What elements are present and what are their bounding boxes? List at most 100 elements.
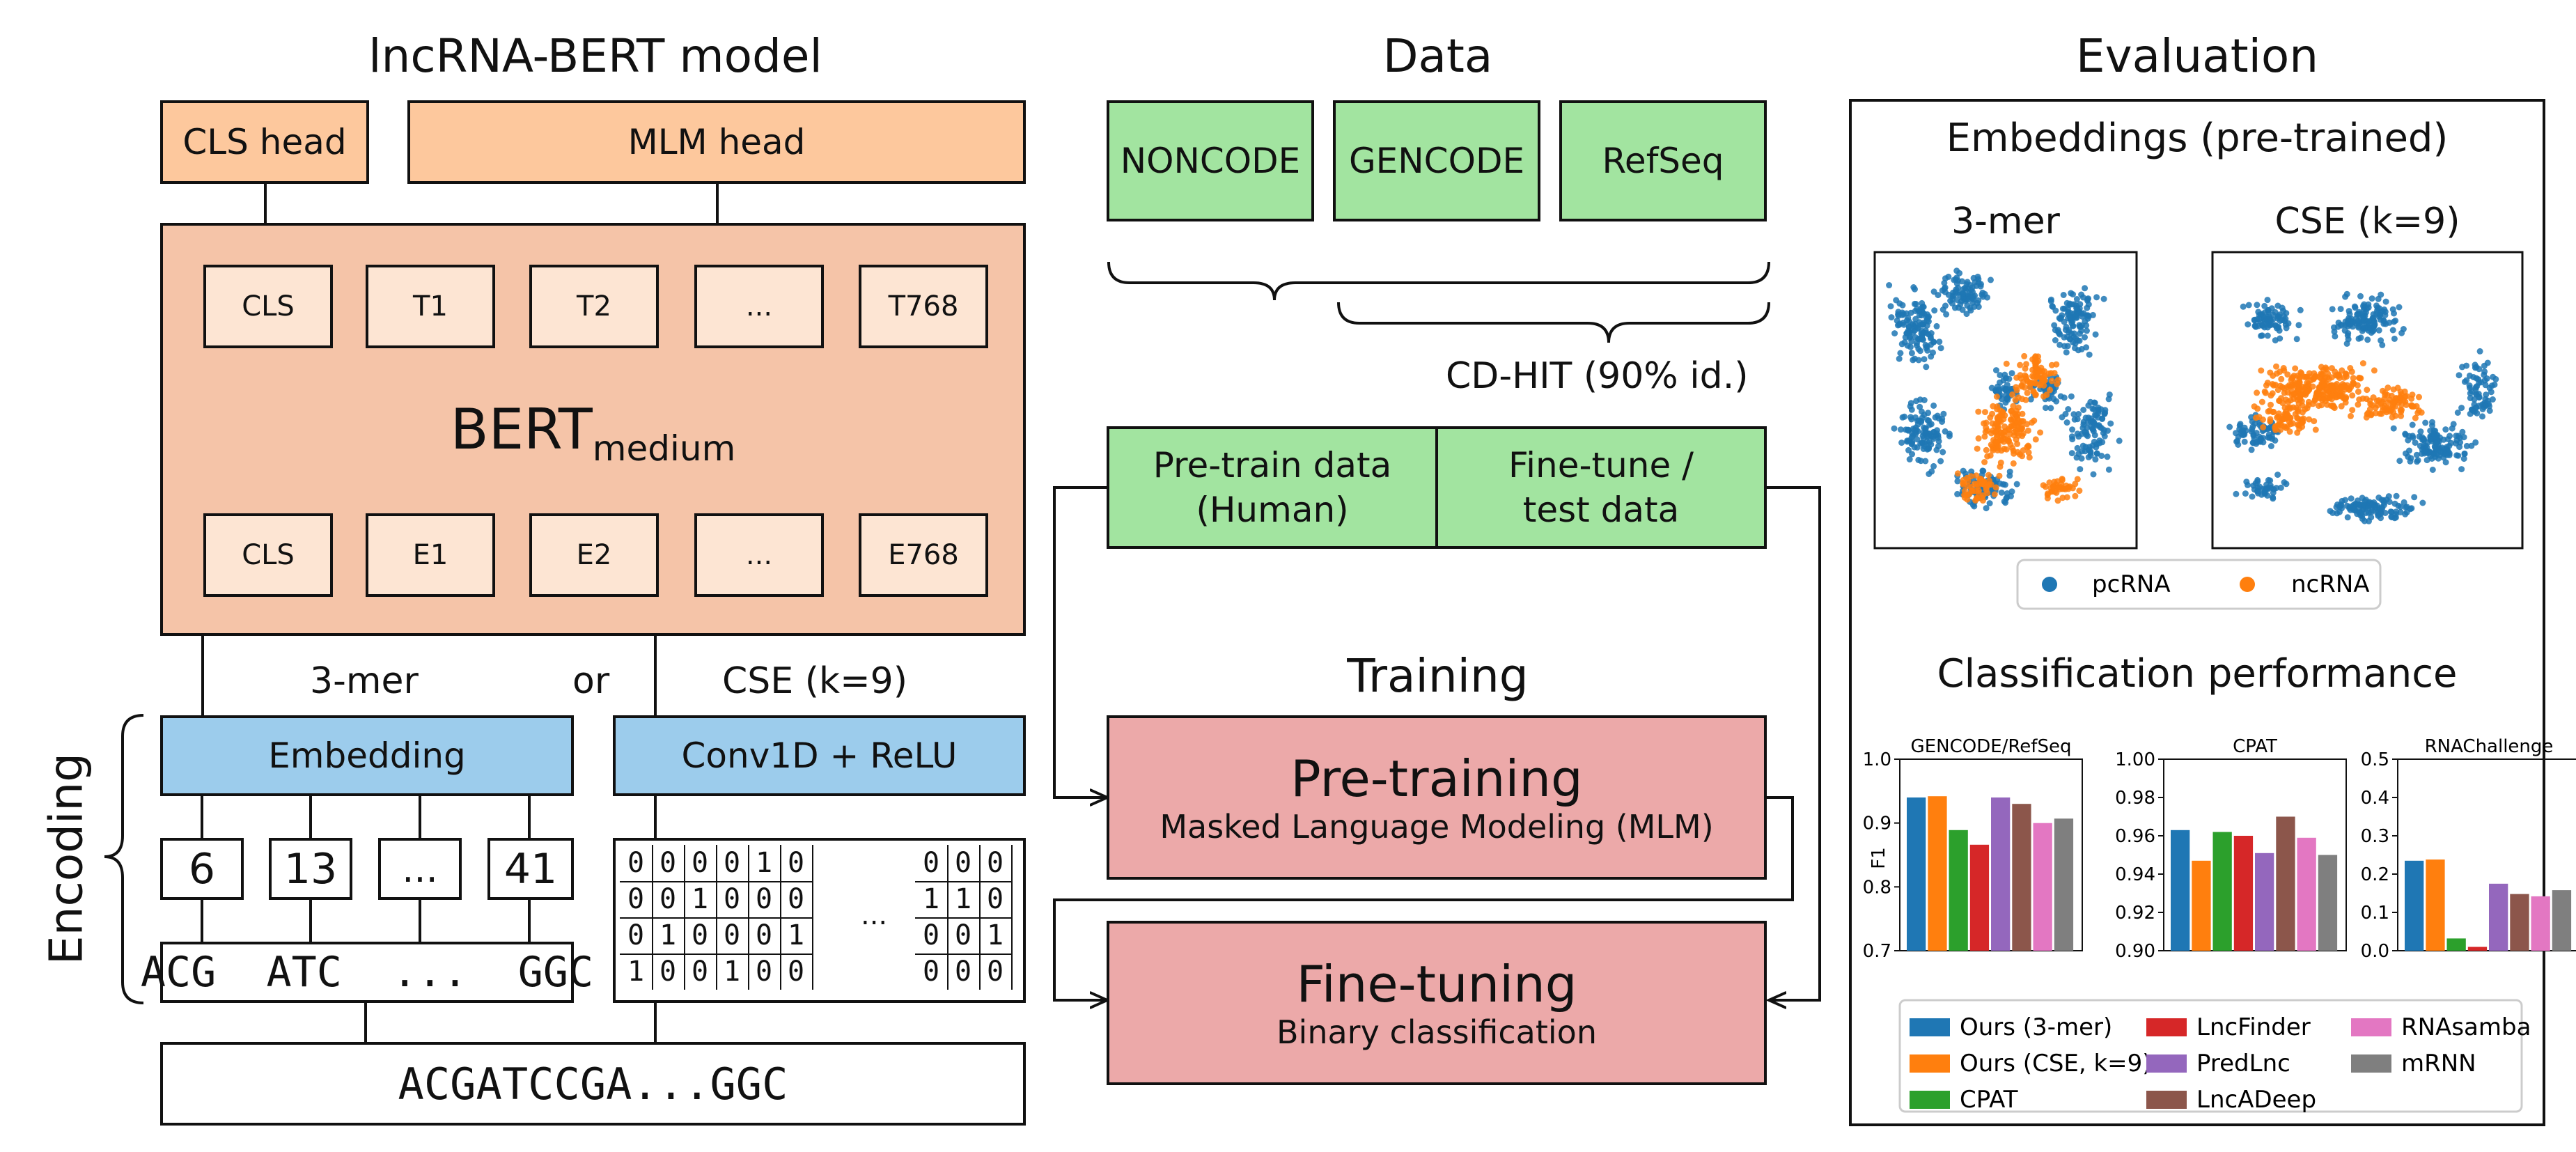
tsne-point (2377, 312, 2384, 319)
tsne-point (1912, 320, 1919, 327)
tsne-point (2100, 295, 2107, 302)
tsne-point (2267, 443, 2274, 449)
bar (2510, 894, 2529, 951)
tsne-point (1949, 295, 1956, 302)
tsne-point (2348, 495, 2355, 502)
tsne-point (1984, 483, 1991, 490)
tsne-point (2350, 375, 2357, 382)
bar (1949, 830, 1968, 951)
tsne-point (2049, 303, 2056, 310)
or-label: or (572, 660, 610, 702)
tsne-point (2042, 483, 2049, 490)
tsne-point (2324, 395, 2331, 402)
tsne-point (2375, 327, 2382, 334)
tsne-point (2093, 450, 2100, 457)
tsne-point (2364, 336, 2371, 343)
tsne-point (2014, 449, 2021, 456)
bottom-token: CLS (203, 513, 333, 597)
tsne-point (2251, 403, 2258, 410)
tsne-point (1992, 439, 1999, 446)
tsne-point (1907, 309, 1914, 316)
tsne-point (2466, 372, 2473, 379)
tsne-point (2363, 414, 2370, 421)
tsne-point (2396, 304, 2403, 311)
tsne-point (2017, 361, 2024, 368)
tsne-point (2335, 372, 2342, 379)
tsne-point (2024, 389, 2031, 396)
tsne-point (1926, 439, 1933, 446)
tsne-point (1907, 400, 1914, 407)
tsne-point (1901, 413, 1908, 420)
tsne-point (2001, 385, 2008, 392)
tsne-point (1895, 312, 1902, 319)
y-tick-label: 0.0 (2361, 941, 2389, 962)
pretrain-data: Pre-train data (Human) (1107, 426, 1438, 549)
tsne-point (2286, 383, 2293, 390)
tsne-point (1999, 409, 2006, 415)
tsne-point (2260, 439, 2267, 446)
tsne-point (2409, 421, 2416, 428)
tsne-point (2389, 398, 2396, 405)
tsne-point (2489, 396, 2496, 403)
tsne-cse-plot (2226, 290, 2499, 524)
tsne-point (2267, 401, 2274, 408)
tsne-point (1993, 367, 1999, 374)
tsne-point (2277, 335, 2284, 342)
tsne-point (2472, 384, 2479, 391)
tsne-point (2350, 503, 2357, 510)
classification-title: Classification performance (1937, 651, 2458, 696)
y-tick-label: 1.00 (2115, 749, 2155, 770)
tsne-point (2003, 495, 2010, 502)
model-title: lncRNA-BERT model (368, 29, 822, 83)
tsne-point (2355, 388, 2362, 395)
tsne-point (2074, 444, 2081, 451)
tsne-point (1983, 505, 1990, 512)
tsne-point (2003, 360, 2010, 367)
tsne-point (2478, 379, 2484, 386)
tsne-point (2008, 407, 2015, 414)
tsne-point (2269, 390, 2276, 397)
tsne-point (2226, 423, 2233, 430)
classification-legend: Ours (3-mer)Ours (CSE, k=9)CPATLncFinder… (1898, 999, 2531, 1114)
tsne-point (1921, 397, 1928, 403)
tsne-point (2281, 385, 2288, 392)
tsne-point (2483, 391, 2490, 398)
top-token: T2 (529, 265, 659, 348)
tsne-point (2280, 365, 2287, 371)
tsne-point (1942, 275, 1949, 282)
tsne-point (2405, 437, 2412, 444)
tsne-point (1937, 458, 1944, 465)
y-tick-label: 0.92 (2115, 903, 2155, 924)
onehot-cell: 0 (915, 917, 949, 955)
tsne-point (2116, 437, 2123, 444)
tsne-point (2337, 306, 2344, 313)
tsne-point (2274, 472, 2281, 478)
y-tick-label: 0.2 (2361, 864, 2389, 885)
tsne-point (2382, 309, 2389, 316)
tsne-point (2476, 348, 2483, 355)
tsne-point (2442, 459, 2449, 466)
tsne-point (1953, 274, 1960, 281)
onehot-cell: 0 (620, 917, 653, 955)
tsne-point (2292, 365, 2299, 372)
tsne-point (2060, 292, 2067, 298)
tsne-point (2006, 468, 2013, 475)
tsne-point (2249, 493, 2256, 500)
tsne-point (2270, 489, 2277, 496)
tsne-point (2412, 439, 2419, 446)
legend-nc-marker (2240, 577, 2255, 592)
tsne-point (2233, 430, 2239, 437)
tsne-point (2084, 304, 2091, 311)
onehot-cell: 0 (620, 881, 653, 919)
tsne-point (1893, 297, 1900, 304)
tsne-point (2267, 369, 2274, 376)
tsne-point (2456, 372, 2462, 379)
tsne-point (1954, 297, 1961, 304)
tsne-point (2105, 396, 2112, 403)
tsne-point (2003, 446, 2010, 453)
tsne-point (2372, 410, 2379, 417)
tsne-point (2319, 397, 2326, 404)
tsne-point (2026, 454, 2033, 461)
tsne-point (2008, 370, 2015, 377)
evaluation-title: Evaluation (2075, 29, 2319, 83)
